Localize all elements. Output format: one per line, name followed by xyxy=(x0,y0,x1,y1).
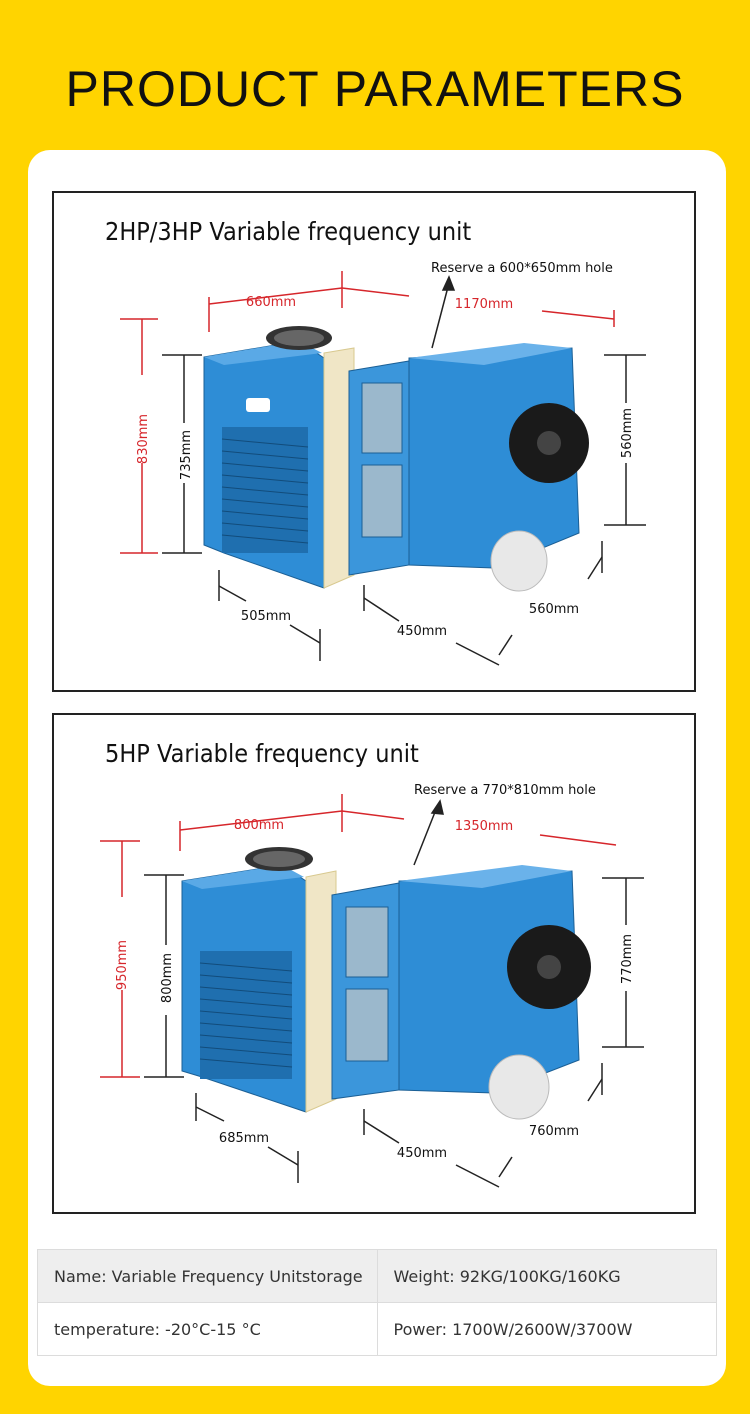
dim-base-right: 760mm xyxy=(529,1124,579,1139)
dim-height-side: 770mm xyxy=(620,934,635,984)
hole-note: Reserve a 600*650mm hole xyxy=(431,261,613,276)
unit-panel-2hp-3hp: 2HP/3HP Variable frequency unit xyxy=(52,191,696,692)
spec-table: Name: Variable Frequency Unitstorage Wei… xyxy=(37,1249,717,1356)
panel-title: 2HP/3HP Variable frequency unit xyxy=(105,217,472,246)
dim-height-body: 735mm xyxy=(179,430,194,480)
dim-depth-top: 1170mm xyxy=(455,297,513,312)
dim-base-mid: 450mm xyxy=(397,1146,447,1161)
dim-base-right: 560mm xyxy=(529,602,579,617)
panel-title: 5HP Variable frequency unit xyxy=(105,739,419,768)
spec-temperature: temperature: -20°C-15 °C xyxy=(37,1302,378,1356)
dim-width-top: 660mm xyxy=(246,295,296,310)
table-row: Name: Variable Frequency Unitstorage Wei… xyxy=(37,1249,717,1303)
dim-width-top: 800mm xyxy=(234,818,284,833)
unit-panel-5hp: 5HP Variable frequency unit xyxy=(52,713,696,1214)
dim-height-side: 560mm xyxy=(620,408,635,458)
spec-power: Power: 1700W/2600W/3700W xyxy=(376,1302,717,1356)
dim-height-total: 950mm xyxy=(115,940,130,990)
dim-base-mid: 450mm xyxy=(397,624,447,639)
page-title: PRODUCT PARAMETERS xyxy=(65,61,685,117)
unit-illustration: 800mm 1350mm Reserve a 770*810mm hole 95… xyxy=(100,783,644,1188)
dim-base-left: 505mm xyxy=(241,609,291,624)
spec-weight: Weight: 92KG/100KG/160KG xyxy=(376,1249,717,1303)
unit-illustration: 660mm 1170mm Reserve a 600*650mm hole 83… xyxy=(120,261,646,666)
hole-note: Reserve a 770*810mm hole xyxy=(414,783,596,798)
table-row: temperature: -20°C-15 °C Power: 1700W/26… xyxy=(37,1302,717,1356)
dim-base-left: 685mm xyxy=(219,1131,269,1146)
dim-height-body: 800mm xyxy=(160,953,175,1003)
dim-depth-top: 1350mm xyxy=(455,819,513,834)
dim-height-total: 830mm xyxy=(136,414,151,464)
spec-name: Name: Variable Frequency Unitstorage xyxy=(37,1249,378,1303)
